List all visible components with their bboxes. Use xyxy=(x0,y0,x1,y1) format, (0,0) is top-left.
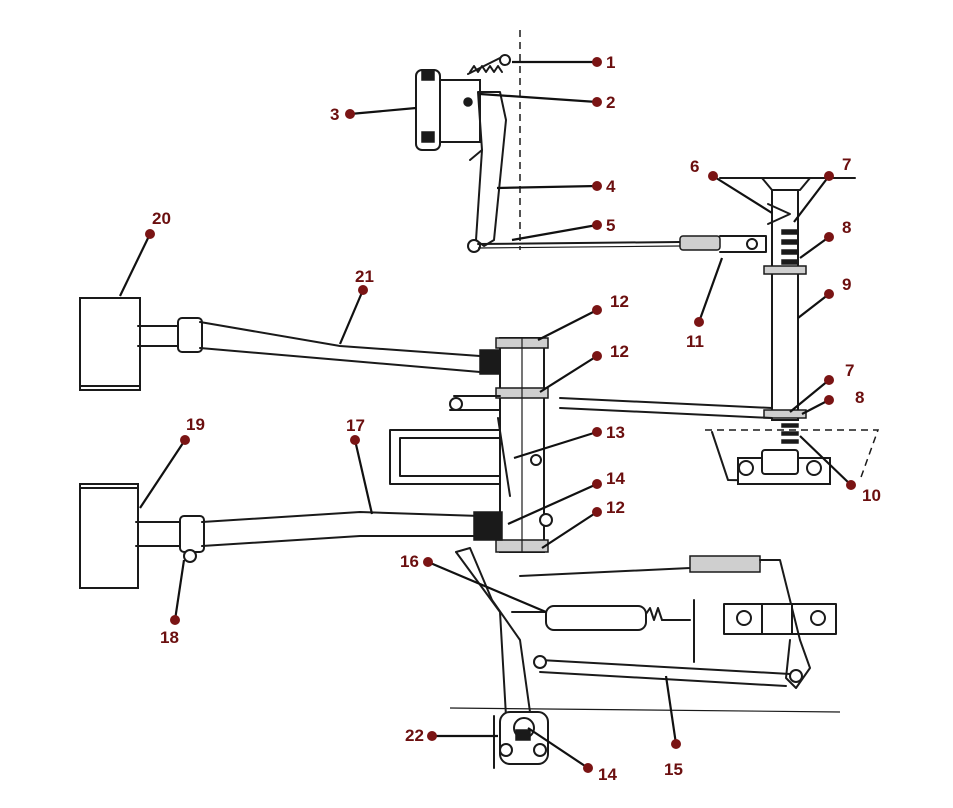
lower-linkage xyxy=(449,547,841,769)
callout-19-label: 19 xyxy=(186,415,205,434)
callout-19: 19 xyxy=(180,415,205,445)
callout-22: 22 xyxy=(405,726,437,745)
callout-10-label: 10 xyxy=(862,486,881,505)
callout-21-label: 21 xyxy=(355,267,374,286)
callout-9: 9 xyxy=(824,275,851,299)
callout-22-label: 22 xyxy=(405,726,424,745)
callout-20-label: 20 xyxy=(152,209,171,228)
callout-14-lower: 14 xyxy=(583,763,617,784)
callout-4: 4 xyxy=(592,177,616,196)
callout-15: 15 xyxy=(664,739,683,779)
clutch-rod xyxy=(477,235,767,253)
callout-18: 18 xyxy=(160,615,180,647)
callout-5-label: 5 xyxy=(606,216,615,235)
lower-pedal xyxy=(79,483,503,589)
callout-11: 11 xyxy=(686,317,704,351)
callout-leaders xyxy=(119,60,852,769)
callout-1-label: 1 xyxy=(606,53,615,72)
center-shaft xyxy=(449,337,553,553)
callout-4-label: 4 xyxy=(606,177,616,196)
mounting-bracket xyxy=(389,417,511,497)
callout-16-label: 16 xyxy=(400,552,419,571)
callout-7-bottom: 7 xyxy=(824,361,854,385)
callout-7-top: 7 xyxy=(824,155,851,181)
pedal-bracket-assembly xyxy=(415,30,521,253)
callout-16: 16 xyxy=(400,552,433,571)
callout-15-label: 15 xyxy=(664,760,683,779)
cross-shaft-right xyxy=(705,177,880,485)
callout-17: 17 xyxy=(346,416,365,445)
callout-2: 2 xyxy=(592,93,615,112)
callout-14-upper: 14 xyxy=(592,469,625,489)
callout-7-top-label: 7 xyxy=(842,155,851,174)
callout-13-label: 13 xyxy=(606,423,625,442)
callout-12-top: 12 xyxy=(592,292,629,315)
callout-2-label: 2 xyxy=(606,93,615,112)
callout-8-top-label: 8 xyxy=(842,218,851,237)
callout-5: 5 xyxy=(592,216,615,235)
callout-6: 6 xyxy=(690,157,718,181)
callout-13: 13 xyxy=(592,423,625,442)
callout-14-upper-label: 14 xyxy=(606,469,625,488)
callout-12-top-label: 12 xyxy=(610,292,629,311)
callout-3: 3 xyxy=(330,105,355,124)
callout-11-label: 11 xyxy=(686,332,704,351)
callout-12-bottom-label: 12 xyxy=(606,498,625,517)
callout-8-top: 8 xyxy=(824,218,851,242)
callout-1: 1 xyxy=(592,53,615,72)
callout-12-mid: 12 xyxy=(592,342,629,361)
callout-7-bottom-label: 7 xyxy=(845,361,854,380)
callout-20: 20 xyxy=(145,209,171,239)
upper-pedal xyxy=(79,297,501,391)
callout-12-bottom: 12 xyxy=(592,498,625,517)
callout-12-mid-label: 12 xyxy=(610,342,629,361)
cross-tube xyxy=(559,397,773,419)
callout-8-bottom: 8 xyxy=(824,388,864,407)
callout-3-label: 3 xyxy=(330,105,339,124)
callout-17-label: 17 xyxy=(346,416,365,435)
callout-21: 21 xyxy=(355,267,374,295)
callout-10: 10 xyxy=(846,480,881,505)
callout-6-label: 6 xyxy=(690,157,699,176)
callout-9-label: 9 xyxy=(842,275,851,294)
callout-14-lower-label: 14 xyxy=(598,765,617,784)
callout-8-bottom-label: 8 xyxy=(855,388,864,407)
callout-18-label: 18 xyxy=(160,628,179,647)
callouts: 1 2 3 4 5 6 7 8 9 11 12 12 20 21 7 8 10 … xyxy=(145,53,881,784)
